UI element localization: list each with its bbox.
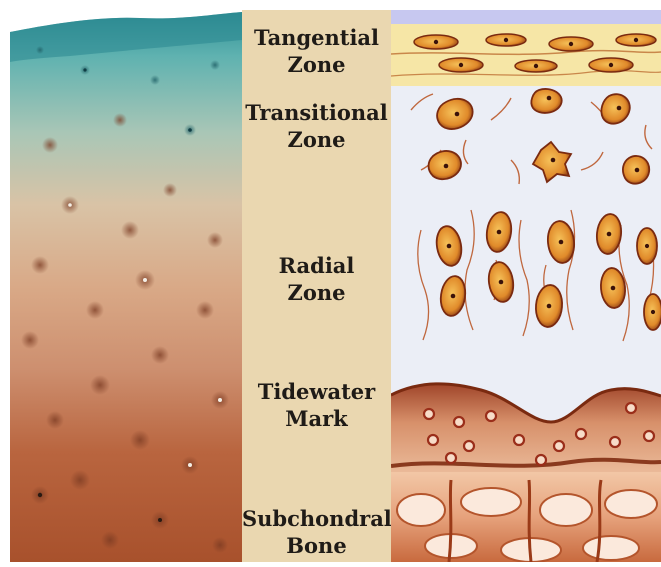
zone-label-line: Tangential <box>242 24 391 51</box>
zone-label-tangential: Tangential Zone <box>242 24 391 78</box>
zone-label-line: Transitional <box>242 99 391 126</box>
zone-label-subchondral: Subchondral Bone <box>242 505 391 559</box>
micrograph-image <box>10 10 242 562</box>
zone-label-tidewater: Tidewater Mark <box>242 378 391 432</box>
zone-label-line: Zone <box>242 279 391 306</box>
tidewater-mark-drawing <box>391 384 661 480</box>
radial-zone-drawing <box>418 210 661 341</box>
zone-label-line: Zone <box>242 51 391 78</box>
zone-labels-column: Tangential Zone Transitional Zone Radial… <box>242 10 391 562</box>
zone-label-line: Zone <box>242 126 391 153</box>
zone-label-transitional: Transitional Zone <box>242 99 391 153</box>
schematic-image <box>391 10 661 562</box>
zone-label-line: Subchondral <box>242 505 391 532</box>
zone-label-line: Tidewater <box>242 378 391 405</box>
transitional-zone-drawing <box>411 89 652 184</box>
zone-label-line: Radial <box>242 252 391 279</box>
zone-label-radial: Radial Zone <box>242 252 391 306</box>
zone-label-line: Mark <box>242 405 391 432</box>
cartilage-schematic-drawing <box>391 10 661 562</box>
surface-strip <box>391 10 661 24</box>
tangential-zone-drawing <box>391 24 661 86</box>
subchondral-bone-drawing <box>391 472 661 562</box>
zone-label-line: Bone <box>242 532 391 559</box>
cartilage-micrograph <box>10 10 242 562</box>
